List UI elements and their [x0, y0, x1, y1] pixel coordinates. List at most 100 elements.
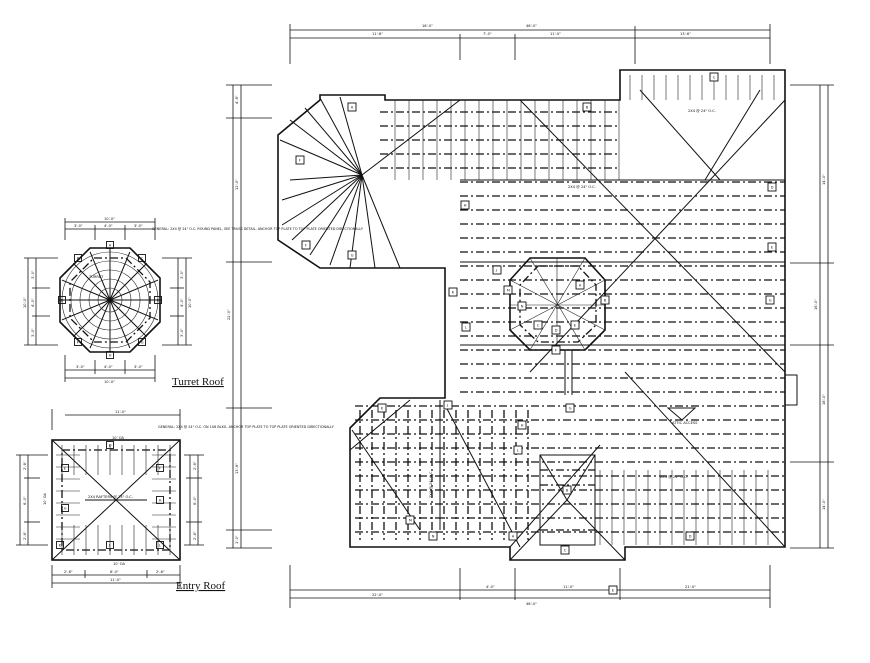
- truss-tag: [347, 102, 357, 112]
- note-1: 2X4 @ 24" O.C.: [568, 185, 596, 189]
- truss-tag: [347, 250, 357, 260]
- truss-tag: [405, 515, 415, 525]
- fan-rafter: [361, 174, 376, 269]
- fan-rafter: [291, 174, 363, 241]
- truss-tag: [508, 531, 518, 541]
- turret-note: GENERAL: 2X4 @ 24" O.C. ROUND PANEL, SEE…: [152, 227, 364, 231]
- truss-tag-letter: C: [713, 75, 716, 79]
- left-dimensions: 4'-6" 12'-0" 22'-0" 13'-6" 1'-0": [226, 84, 272, 549]
- entry-center-note: 2X4 RAFTERS @ 24" O.C.: [88, 495, 133, 499]
- fan-rafter: [281, 174, 363, 226]
- truss-tag-letter: E: [64, 466, 67, 470]
- truss-tag-letter: H: [159, 498, 162, 502]
- truss-tag: [138, 254, 146, 262]
- turret-fan-rafter: [61, 299, 111, 321]
- truss-tag-letter: D: [109, 443, 112, 447]
- entry-left-dim-2: 6'-0": [23, 496, 27, 505]
- truss-tag: [608, 585, 618, 595]
- entry-left-dim-3: 2'-6": [23, 531, 27, 540]
- truss-tag-letter: E: [574, 323, 577, 327]
- turret-left-sub-2: 4'-0": [31, 298, 35, 307]
- dim-left-seg-5: 1'-0": [235, 535, 239, 544]
- entry-top-dim: 11'-0": [115, 410, 126, 414]
- truss-tag-letter: J: [108, 543, 110, 547]
- entry-left-oa: 10' OA: [43, 493, 47, 505]
- entry-bottom-sub-2: 6'-0": [110, 570, 119, 574]
- dim-overall-bottom: 46'-0": [526, 602, 537, 606]
- turret-left-sub-3: 3'-0": [31, 328, 35, 337]
- turret-right-sub-3: 3'-0": [180, 328, 184, 337]
- entry-left-dim-1: 2'-6": [23, 461, 27, 470]
- fan-rafter: [339, 96, 363, 176]
- truss-tag-letter: F: [159, 466, 161, 470]
- turret-left-dim: 10'-0": [23, 297, 27, 308]
- truss-tag: [575, 280, 585, 290]
- truss-tag: [767, 242, 777, 252]
- truss-tag: [517, 420, 527, 430]
- truss-tag-letter: G: [351, 253, 354, 257]
- truss-tag: [513, 445, 523, 455]
- turret-fan-rafter: [89, 299, 111, 349]
- truss-tag-letter: B: [604, 298, 607, 302]
- turret-ring: [88, 278, 132, 322]
- truss-tag-letter: F: [77, 340, 79, 344]
- truss-tag-letter: C: [537, 323, 540, 327]
- chimney-box: [784, 374, 798, 406]
- truss-tag: [685, 531, 695, 541]
- turret-top-sub-1: 3'-0": [74, 224, 83, 228]
- turret-ring: [70, 260, 150, 340]
- entry-right-dim-1: 2'-6": [193, 461, 197, 470]
- entry-top-sub: 10' OA: [112, 436, 124, 440]
- truss-tag: [56, 541, 64, 549]
- turret-fan-rafter: [109, 299, 159, 321]
- turret-center-label: TURRET: [88, 275, 104, 279]
- truss-tag: [295, 155, 305, 165]
- truss-tag: [428, 531, 438, 541]
- fan-rafter: [319, 97, 363, 176]
- truss-tag-letter: K: [381, 406, 384, 410]
- truss-tag-letter: C: [141, 256, 144, 260]
- dim-top-seg-1: 11'-6": [372, 32, 383, 36]
- truss-tag: [503, 285, 513, 295]
- truss-tag-letter: L: [159, 543, 161, 547]
- turret-roof-title: Turret Roof: [172, 376, 224, 388]
- truss-tag-letter: H: [464, 203, 467, 207]
- rafter-lines: [355, 75, 785, 545]
- truss-tag-letter: K: [59, 543, 62, 547]
- truss-tag-letter: J: [495, 268, 497, 272]
- truss-tag: [74, 338, 82, 346]
- turret-bottom-sub-1: 3'-0": [76, 365, 85, 369]
- dim-left-seg-2: 12'-0": [235, 179, 239, 190]
- truss-tag-letter: D: [555, 328, 558, 332]
- truss-tag-letter: G: [64, 506, 67, 510]
- entry-right-dim-2: 6'-0": [193, 496, 197, 505]
- right-dimensions: 14'-0" 16'-0" 18'-0" 14'-0": [790, 84, 834, 549]
- fan-rafter: [279, 139, 363, 176]
- truss-tag-letter: C: [564, 548, 567, 552]
- truss-tag-letter: E: [612, 588, 615, 592]
- truss-tag: [61, 464, 69, 472]
- bay-fan-rafters: [279, 96, 401, 269]
- turret-right-sub-1: 3'-0": [180, 270, 184, 279]
- truss-tag-letter: N: [432, 534, 435, 538]
- turret-bottom-dim: 10'-0": [104, 380, 115, 384]
- entry-bottom-oa: 10' OA: [113, 562, 125, 566]
- truss-tag-letter: N: [521, 304, 524, 308]
- truss-tag: [517, 301, 527, 311]
- dim-top-seg-4: 13'-6": [680, 32, 691, 36]
- truss-tag-letter: G: [141, 340, 144, 344]
- attic-access: ATTIC ACCESS: [666, 407, 698, 425]
- dim-right-seg-3: 18'-0": [822, 394, 826, 405]
- fan-rafter: [281, 174, 363, 201]
- fan-rafter: [309, 174, 363, 256]
- truss-tag: [767, 182, 777, 192]
- truss-tag-letter: M: [507, 288, 510, 292]
- turret-fan-rafter: [72, 299, 111, 338]
- dim-left-seg-3: 22'-0": [227, 309, 231, 320]
- attic-access-label: ATTIC ACCESS: [672, 421, 698, 425]
- turret-left-sub-1: 3'-0": [31, 270, 35, 279]
- dim-top-seg-2: 7'-0": [483, 32, 492, 36]
- truss-tag: [443, 400, 453, 410]
